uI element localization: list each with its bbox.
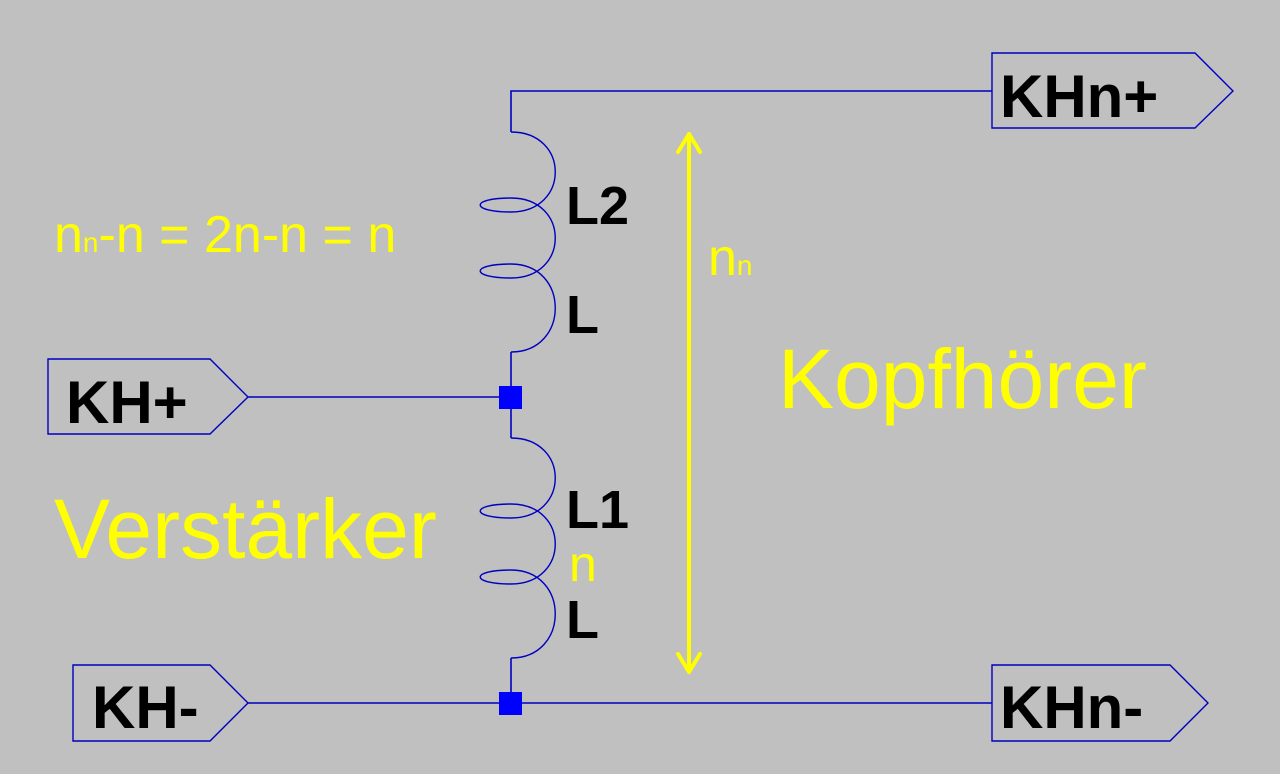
- headphones-label: Kopfhörer: [778, 332, 1147, 426]
- turns-formula-base: n: [54, 206, 83, 264]
- port-kh-minus-label: KH-: [92, 674, 199, 741]
- port-kh-plus[interactable]: KH+: [47, 358, 249, 436]
- turns-formula-subscript: n: [83, 227, 99, 258]
- port-khn-minus-label: KHn-: [1000, 674, 1143, 741]
- wire-top: [510, 90, 992, 132]
- turns-formula: nn-n = 2n-n = n: [54, 206, 396, 264]
- port-kh-plus-label: KH+: [66, 369, 188, 436]
- total-turns-subscript: n: [737, 250, 753, 281]
- junction-kh-minus: [499, 692, 522, 715]
- inductor-l2-winding: [479, 131, 556, 353]
- port-khn-minus-flag: [991, 664, 1209, 742]
- inductor-l2-name: L2: [566, 176, 629, 236]
- turns-span-arrow: [676, 132, 702, 674]
- turns-span-arrow-head-top: [676, 132, 702, 154]
- inductor-l2[interactable]: [479, 131, 556, 353]
- inductor-l1[interactable]: [479, 437, 556, 659]
- wires: [248, 90, 992, 704]
- junction-kh-plus: [499, 386, 522, 409]
- port-khn-plus-label: KHn+: [1000, 63, 1158, 130]
- total-turns-label: nn: [708, 229, 753, 287]
- port-khn-plus[interactable]: KHn+: [991, 52, 1234, 130]
- inductor-l1-name: L1: [566, 480, 629, 540]
- port-khn-plus-flag: [991, 52, 1234, 129]
- amplifier-label: Verstärker: [54, 482, 437, 576]
- l1-turns-label: n: [569, 536, 597, 592]
- turns-span-arrow-head-bottom: [676, 652, 702, 674]
- inductor-l1-winding: [479, 437, 556, 659]
- inductor-l2-value: L: [566, 285, 599, 345]
- port-kh-plus-flag: [47, 358, 249, 435]
- port-kh-minus[interactable]: KH-: [72, 664, 249, 742]
- port-khn-minus[interactable]: KHn-: [991, 664, 1209, 742]
- port-kh-minus-flag: [72, 664, 249, 742]
- turns-formula-rest: -n = 2n-n = n: [99, 206, 397, 264]
- total-turns-base: n: [708, 229, 737, 287]
- inductor-l1-value: L: [566, 590, 599, 650]
